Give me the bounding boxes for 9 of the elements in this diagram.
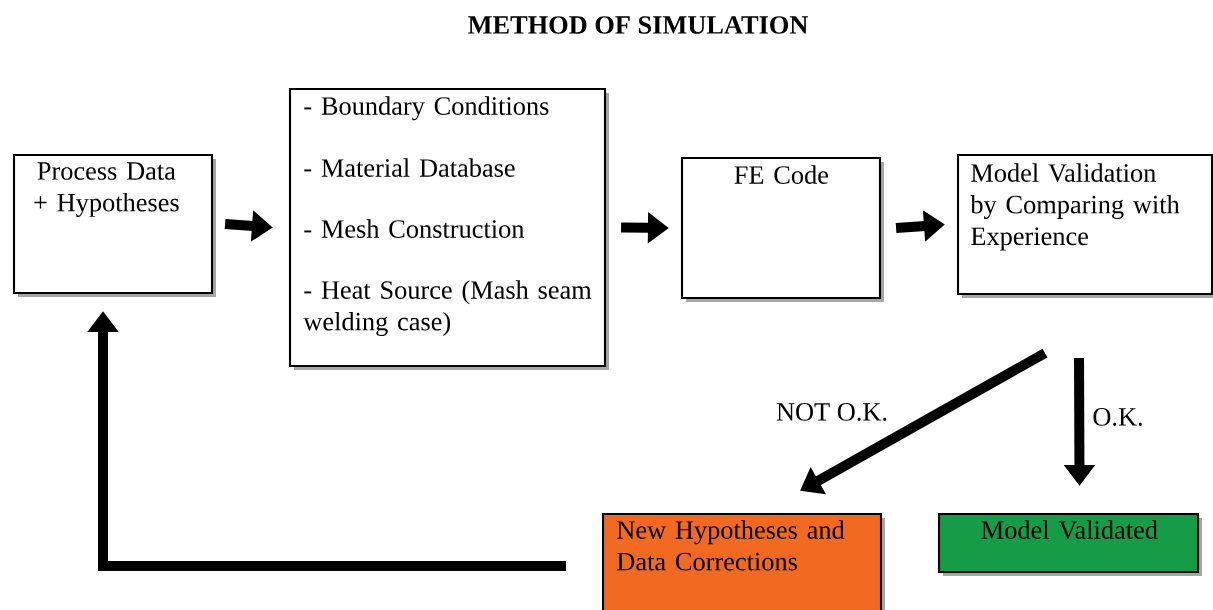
edge-label: NOT O.K. xyxy=(774,401,890,423)
process-box: - Boundary Conditions - Material Database - Mesh Construction - Heat Source (Mash seam welding case) xyxy=(288,87,609,370)
process-box: FE Code xyxy=(680,156,884,302)
process-box: New Hypotheses and Data Corrections xyxy=(601,512,885,610)
process-box: Process Data + Hypotheses xyxy=(12,153,216,297)
title: METHOD OF SIMULATION xyxy=(468,16,809,34)
edge-label: O.K. xyxy=(1090,406,1146,428)
process-box: Model Validated xyxy=(937,512,1202,576)
process-box: Model Validation by Comparing with Experience xyxy=(956,153,1213,298)
